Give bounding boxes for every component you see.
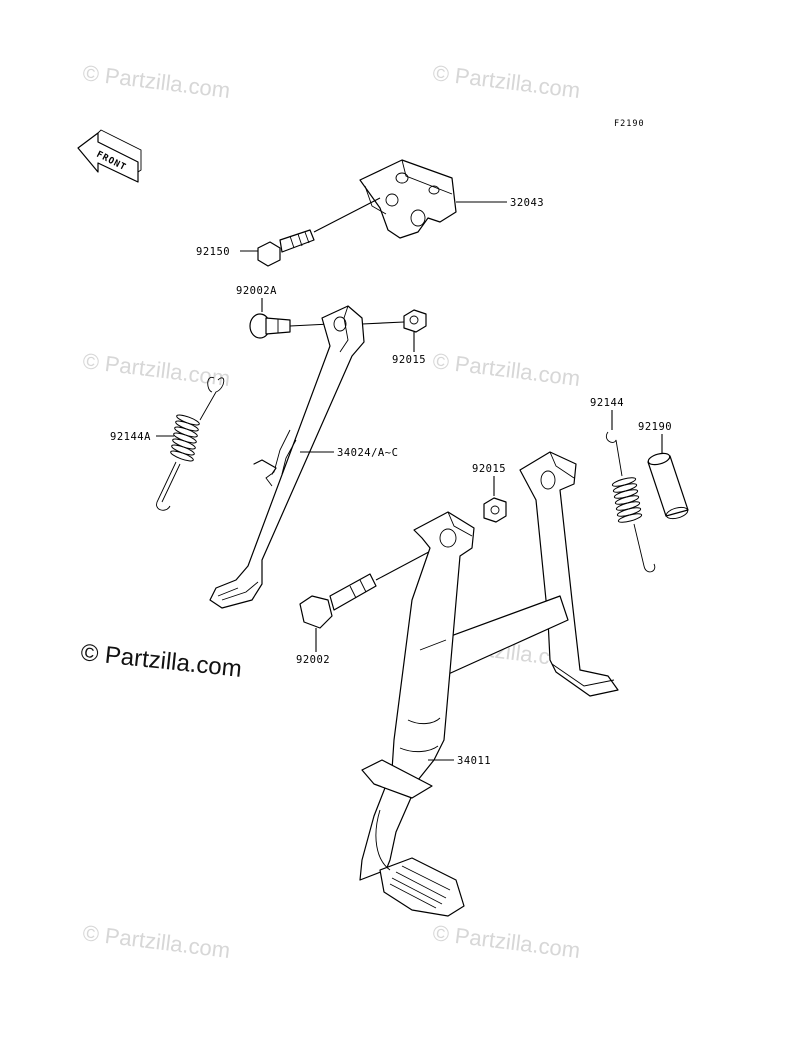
- main-stand-bolt-92002: [299, 573, 377, 629]
- part-label-92144: 92144: [590, 397, 624, 409]
- watermark: © Partzilla.com: [431, 920, 581, 963]
- part-label-34024: 34024/A~C: [337, 447, 398, 459]
- bracket-bolt-92150: [257, 229, 315, 267]
- part-label-92015-lower: 92015: [472, 463, 506, 475]
- side-stand-spring-92144A: [156, 376, 225, 511]
- part-label-32043: 32043: [510, 197, 544, 209]
- side-stand-bolt-92002A: [249, 313, 291, 339]
- part-label-92015-upper: 92015: [392, 354, 426, 366]
- watermark: © Partzilla.com: [81, 60, 231, 103]
- brand-watermark: © Partzilla.com: [79, 639, 243, 683]
- watermark: © Partzilla.com: [431, 348, 581, 391]
- bracket-32043: [359, 159, 457, 239]
- side-stand-nut-92015: [403, 309, 427, 333]
- part-label-92150: 92150: [196, 246, 230, 258]
- main-stand-spring-92144: [605, 431, 656, 573]
- part-label-92002A: 92002A: [236, 285, 277, 297]
- front-arrow-icon: FRONT: [77, 129, 142, 183]
- side-stand-34024: [209, 305, 365, 609]
- watermark: © Partzilla.com: [81, 348, 231, 391]
- watermark: © Partzilla.com: [431, 60, 581, 103]
- part-label-34011: 34011: [457, 755, 491, 767]
- main-stand-34011: [359, 451, 619, 917]
- part-label-92190: 92190: [638, 421, 672, 433]
- part-label-92002: 92002: [296, 654, 330, 666]
- main-stand-nut-92015: [483, 497, 507, 523]
- part-label-92144A: 92144A: [110, 431, 151, 443]
- diagram-code: F2190: [614, 119, 645, 129]
- collar-92190: [647, 452, 689, 520]
- watermark: © Partzilla.com: [81, 920, 231, 963]
